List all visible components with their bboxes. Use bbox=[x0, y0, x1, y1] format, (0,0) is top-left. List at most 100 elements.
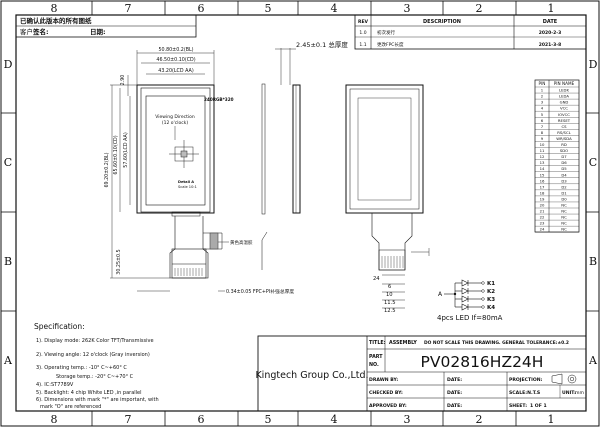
pin-name: RESET bbox=[558, 118, 571, 123]
pin-number: 2 bbox=[541, 94, 544, 99]
spec-line: 1). Display mode: 262K Color TFT/Transmi… bbox=[36, 338, 154, 344]
cd-outline bbox=[140, 87, 211, 213]
revision-table: REV DESCRIPTION DATE 1.0 初次发行 2020-2-3 1… bbox=[354, 14, 587, 50]
dim-cd-height: 65.60±0.10(CD) bbox=[113, 135, 119, 174]
pin-name: SDO bbox=[560, 148, 568, 153]
pin-name: GND bbox=[560, 100, 569, 105]
approved-by-label: APPROVED BY: bbox=[369, 403, 407, 409]
pin-number: 17 bbox=[540, 184, 545, 189]
general-note: DO NOT SCALE THIS DRAWING. GENERAL TOLER… bbox=[424, 340, 569, 346]
fpc-dim: 10 bbox=[386, 292, 393, 298]
pin-number: 21 bbox=[540, 209, 545, 214]
col-label: 5 bbox=[265, 413, 272, 426]
desc-header: DESCRIPTION bbox=[423, 19, 461, 25]
fpc-tail bbox=[169, 216, 223, 279]
view-clock: (12 o'clock) bbox=[162, 120, 188, 126]
specification: Specification: 1). Display mode: 262K Co… bbox=[34, 322, 159, 410]
pin-name: NC bbox=[561, 203, 567, 208]
pin-number: 1 bbox=[541, 88, 544, 93]
pin-number: 18 bbox=[540, 190, 545, 195]
pin-number: 9 bbox=[541, 136, 544, 141]
desc-cell: 初次发行 bbox=[377, 29, 395, 36]
col-label: 2 bbox=[476, 413, 483, 426]
col-label: 7 bbox=[125, 2, 132, 15]
pin-name: IOVCC bbox=[558, 112, 570, 117]
fpc-pads bbox=[174, 268, 203, 276]
date-label-2: DATE: bbox=[447, 390, 462, 396]
col-label: 6 bbox=[198, 413, 205, 426]
pin-name: RD bbox=[561, 142, 567, 147]
pin-number: 8 bbox=[541, 130, 544, 135]
spec-title: Specification: bbox=[34, 322, 85, 331]
column-labels-bottom: 8 7 6 5 4 3 2 1 bbox=[51, 413, 555, 426]
row-label: C bbox=[4, 156, 12, 169]
col-label: 1 bbox=[548, 413, 555, 426]
col-label: 4 bbox=[331, 2, 338, 15]
pin-name: D0 bbox=[561, 196, 567, 201]
pin-name: D3 bbox=[561, 178, 567, 183]
row-label: B bbox=[4, 255, 12, 268]
pin-number: 15 bbox=[540, 172, 545, 177]
row-label: A bbox=[3, 354, 13, 367]
fpc-dim: 24 bbox=[373, 276, 380, 282]
pin-name: LEDK bbox=[559, 88, 569, 93]
pin-number: 16 bbox=[540, 178, 545, 183]
part-number: PV02816HZ24H bbox=[421, 353, 544, 371]
date-label-1: DATE: bbox=[447, 377, 462, 383]
pin-name-header: PIN NAME bbox=[554, 81, 575, 86]
date-cell: 2021-3-8 bbox=[539, 42, 562, 48]
col-label: 1 bbox=[548, 2, 555, 15]
row-label: A bbox=[588, 354, 598, 367]
detail-scale: Scale 10:1 bbox=[178, 185, 197, 189]
led-cathode-label: K1 bbox=[487, 281, 495, 287]
backlight-outline bbox=[136, 84, 215, 214]
pin-name: D7 bbox=[561, 154, 567, 159]
pin-number: 13 bbox=[540, 160, 545, 165]
fpc-dim: 6 bbox=[388, 284, 391, 290]
rev-cell: 1.0 bbox=[359, 30, 366, 36]
sheet-value: 1 OF 1 bbox=[530, 403, 547, 409]
part-label: PART bbox=[369, 354, 383, 360]
spec-line: mark "O" are referenced bbox=[40, 404, 101, 410]
drawn-by-label: DRAWN BY: bbox=[369, 377, 398, 383]
projection-label: PROJECTION: bbox=[509, 377, 543, 383]
stiffener-note: 黄色高温胶 bbox=[230, 239, 253, 246]
dim-aa-height: 57.60(LCD AA) bbox=[123, 132, 129, 168]
spec-line: 5). Backlight: 4 chip White LED ,in para… bbox=[36, 390, 142, 396]
dim-aa-width: 43.20(LCD AA) bbox=[158, 68, 194, 74]
date-label-3: DATE: bbox=[447, 403, 462, 409]
title-value: ASSEMBLY bbox=[389, 340, 417, 346]
pin-name: WR/SDA bbox=[556, 136, 572, 141]
no-label: NO. bbox=[369, 362, 379, 368]
led-cathode-label: K2 bbox=[487, 289, 495, 295]
pin-name: NC bbox=[561, 209, 567, 214]
pin-number: 4 bbox=[541, 106, 544, 111]
col-label: 3 bbox=[404, 2, 411, 15]
col-label: 8 bbox=[51, 2, 58, 15]
thickness-label: 2.45±0.1 总厚度 bbox=[296, 40, 348, 49]
pin-number: 10 bbox=[540, 142, 545, 147]
spec-line: 3). Operating temp.: -10° C~+60° C bbox=[36, 365, 127, 371]
pin-header: PIN bbox=[539, 81, 546, 86]
led-branch: K3 bbox=[455, 295, 495, 303]
back-fpc-pads bbox=[381, 256, 404, 268]
sign-label: 签名: bbox=[32, 27, 49, 36]
sheet-label: SHEET: bbox=[509, 403, 527, 409]
row-label: B bbox=[589, 255, 597, 268]
led-branch: K2 bbox=[455, 287, 495, 295]
detail-a-label: Detail A bbox=[178, 180, 194, 184]
back-view bbox=[345, 84, 430, 271]
dim-fpc-length: 30.25±0.5 bbox=[116, 249, 122, 274]
pin-number: 7 bbox=[541, 124, 544, 129]
date-header: DATE bbox=[543, 19, 558, 25]
col-label: 7 bbox=[125, 413, 132, 426]
dim-cd-width: 46.50±0.10(CD) bbox=[156, 57, 195, 63]
fpc-dim: 12.5 bbox=[384, 308, 396, 314]
dim-fpc-thickness: 0.34±0.05 FPC+PI补强总厚度 bbox=[226, 288, 294, 295]
col-label: 5 bbox=[265, 2, 272, 15]
pin-number: 14 bbox=[540, 166, 545, 171]
